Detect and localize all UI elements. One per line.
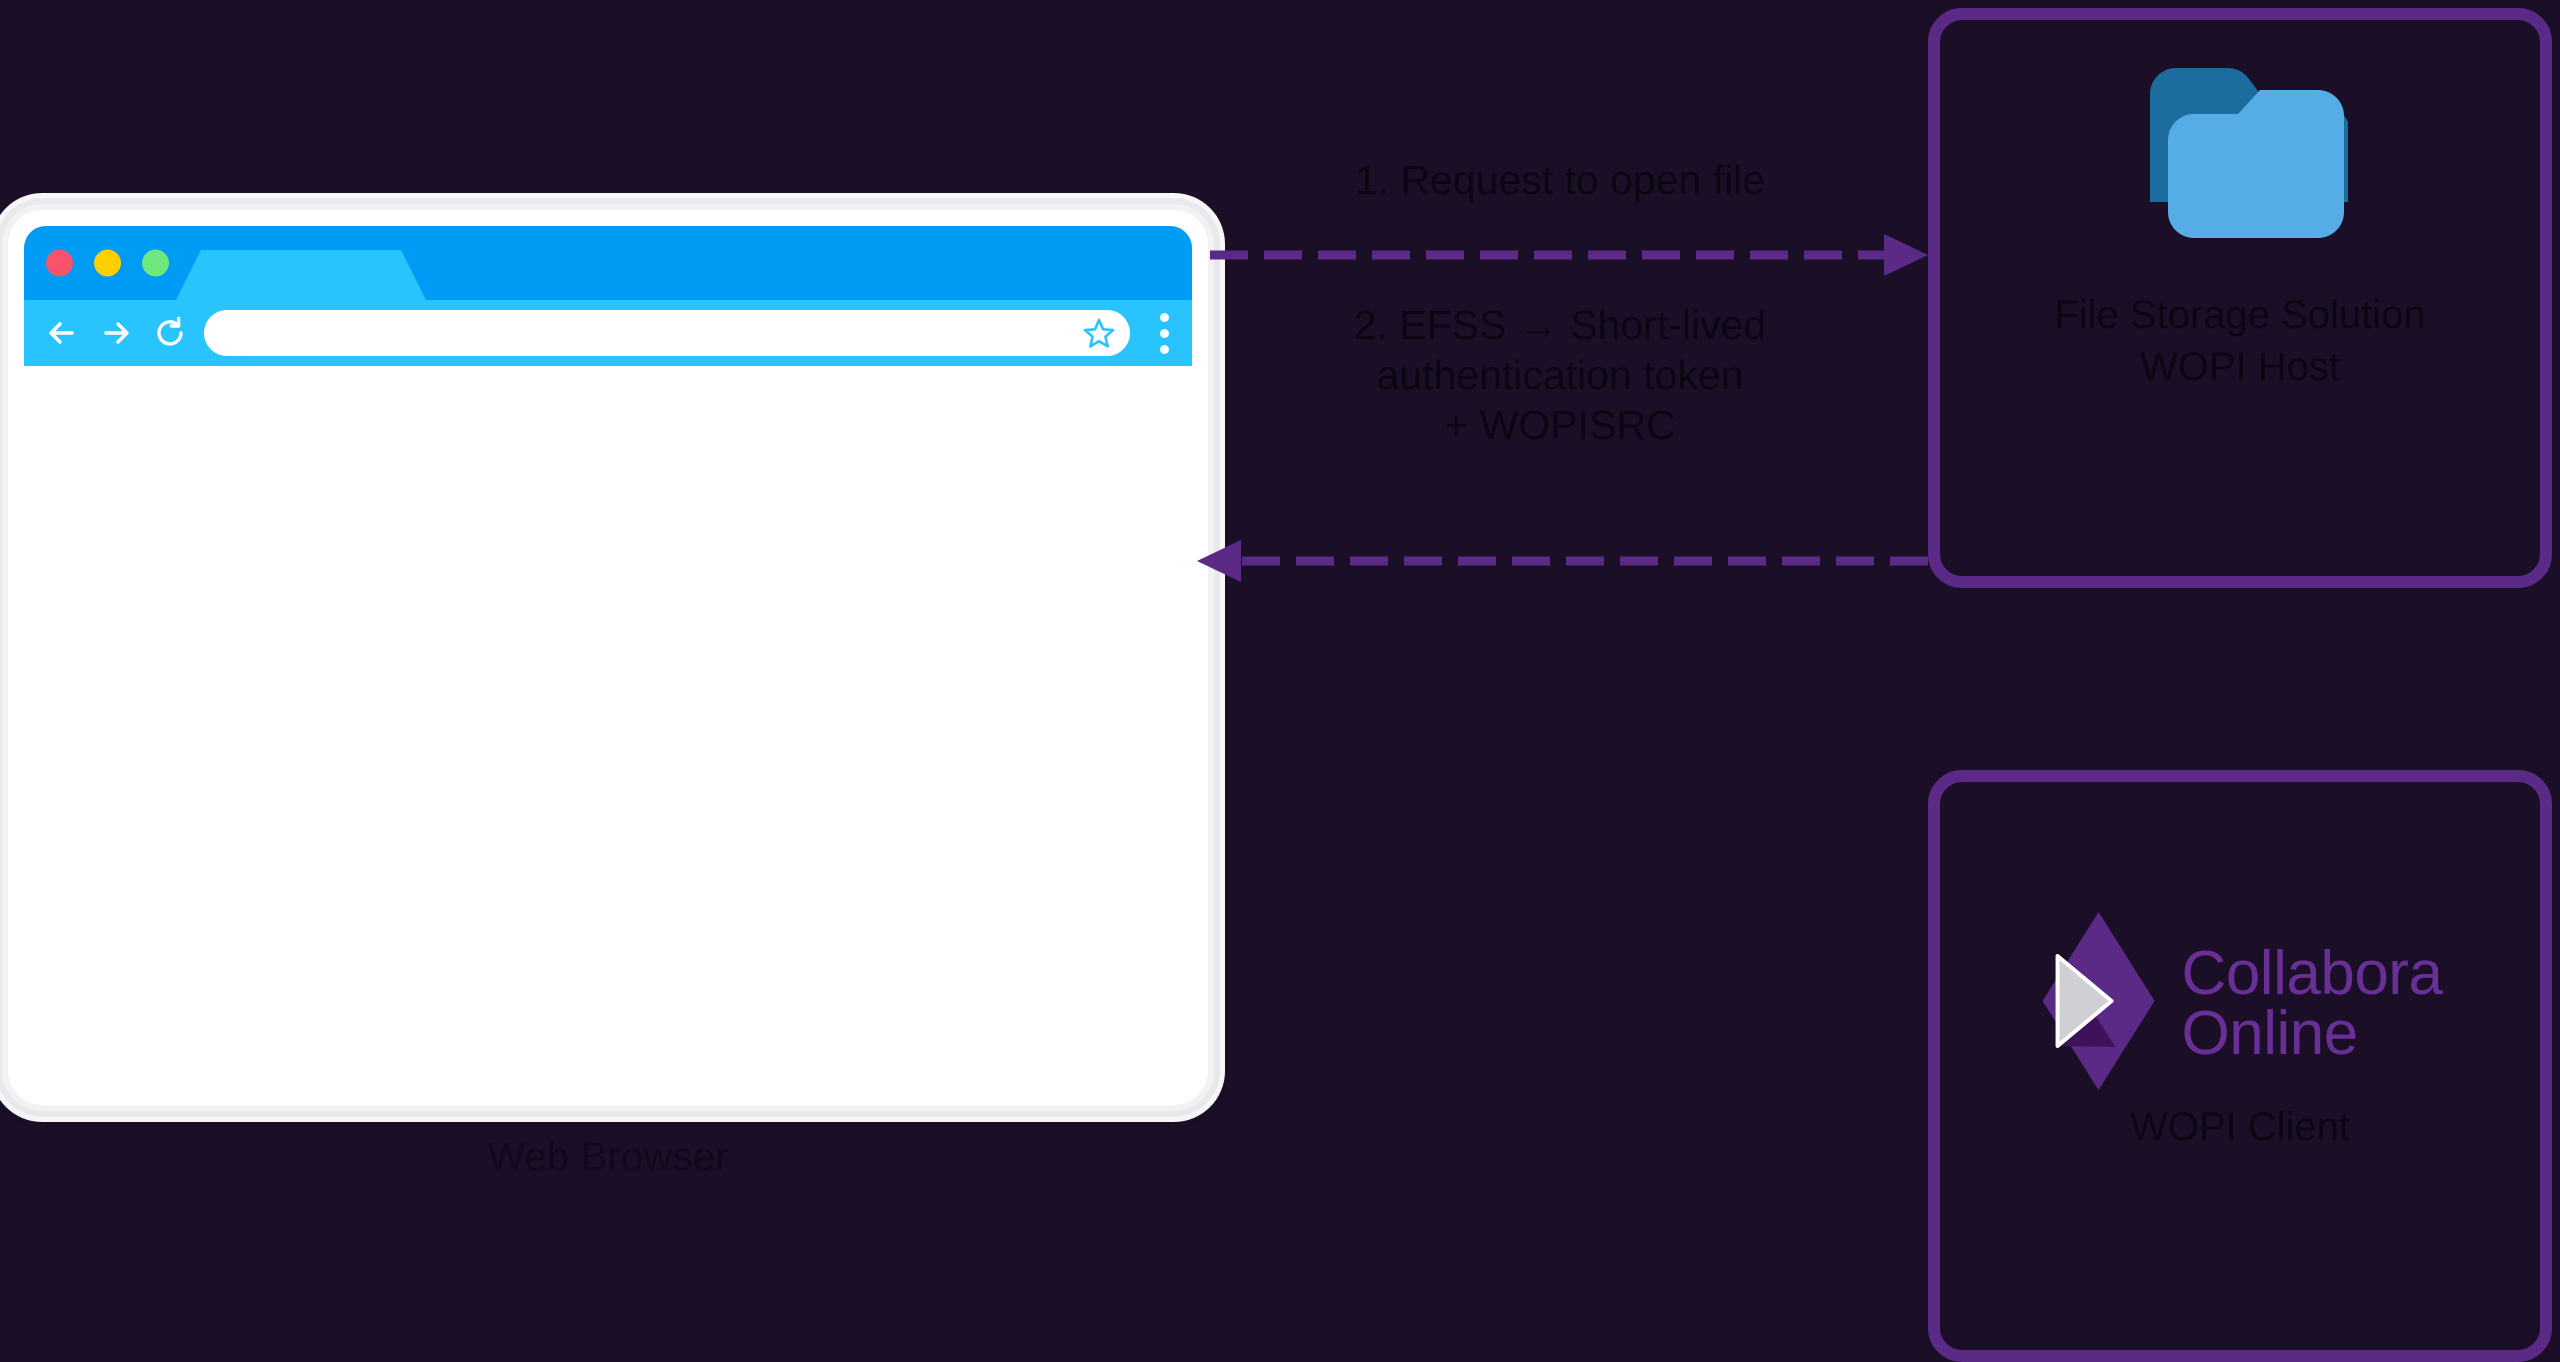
collabora-wordmark: Collabora Online xyxy=(2181,938,2443,1068)
kebab-menu-icon[interactable] xyxy=(1144,312,1184,354)
collabora-wordmark-line2: Online xyxy=(2181,998,2359,1068)
browser-window xyxy=(8,210,1208,1105)
collabora-wordmark-line1: Collabora xyxy=(2181,938,2443,1008)
back-arrow-icon[interactable] xyxy=(42,313,82,353)
browser-viewport xyxy=(24,366,1192,1089)
browser-tab[interactable] xyxy=(176,250,426,300)
collabora-logo: Collabora Online xyxy=(2038,910,2443,1097)
node-caption-storage-line2: WOPI Host xyxy=(2139,345,2341,389)
browser-window-inner xyxy=(24,226,1192,1089)
browser-caption: Web Browser xyxy=(487,1135,729,1179)
node-collabora-online[interactable]: Collabora Online WOPI Client xyxy=(1928,770,2552,1362)
maximize-dot-icon[interactable] xyxy=(142,249,169,277)
node-file-storage-solution[interactable]: File Storage Solution WOPI Host xyxy=(1928,8,2552,588)
collabora-logo-icon xyxy=(2038,910,2156,1097)
flow-1-arrowhead xyxy=(1884,234,1928,276)
url-bar[interactable] xyxy=(204,310,1130,356)
minimize-dot-icon[interactable] xyxy=(94,249,121,277)
node-caption-storage-line1: File Storage Solution xyxy=(2054,293,2426,337)
browser-tabstrip xyxy=(24,226,1192,300)
reload-icon[interactable] xyxy=(150,313,190,353)
browser-toolbar xyxy=(24,300,1192,366)
folder-icon xyxy=(2132,58,2350,263)
window-controls xyxy=(46,249,169,277)
star-icon[interactable] xyxy=(1082,316,1116,350)
node-caption-client-line1: WOPI Client xyxy=(2129,1105,2351,1149)
flow-1-label: 1. Request to open file xyxy=(1354,157,1766,203)
forward-arrow-icon[interactable] xyxy=(96,313,136,353)
close-dot-icon[interactable] xyxy=(46,249,73,277)
flow-2-label: 2. EFSS → Short-lived authentication tok… xyxy=(1353,302,1767,449)
